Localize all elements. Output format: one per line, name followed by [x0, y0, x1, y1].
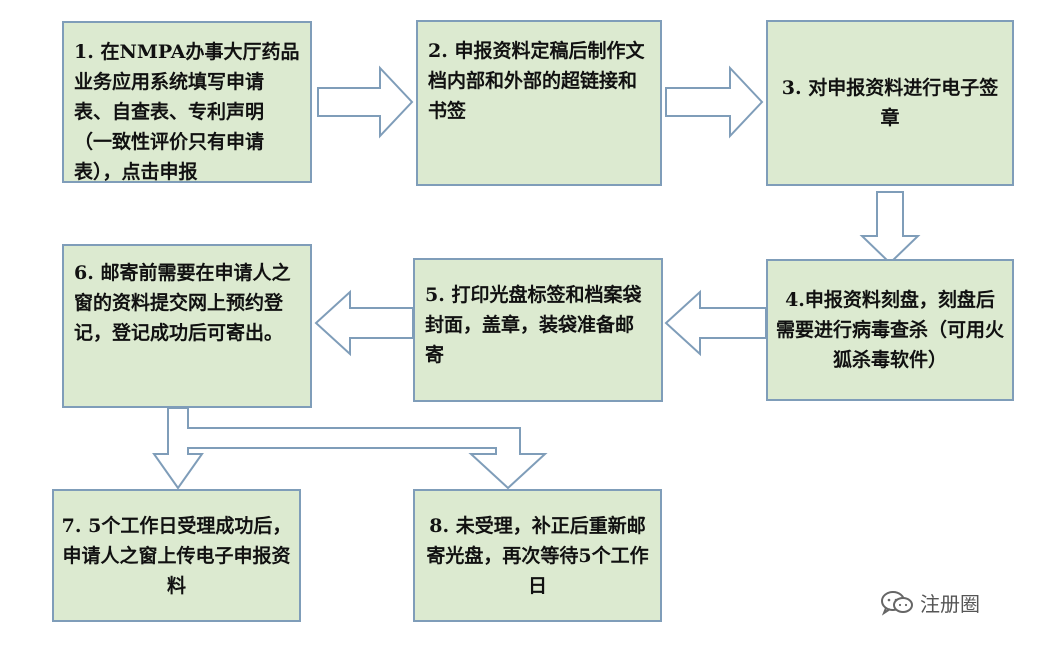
step-7-text: 7. 5个工作日受理成功后，申请人之窗上传电子申报资料 [61, 514, 292, 597]
step-8-box: 8. 未受理，补正后重新邮寄光盘，再次等待5个工作日 [413, 489, 662, 622]
arrow-right-1-2 [317, 65, 414, 139]
watermark-text: 注册圈 [920, 592, 980, 616]
step-4-box: 4.申报资料刻盘，刻盘后需要进行病毒查杀（可用火狐杀毒软件） [766, 259, 1014, 401]
step-5-box: 5. 打印光盘标签和档案袋封面，盖章，装袋准备邮寄 [413, 258, 663, 402]
step-2-text: 2. 申报资料定稿后制作文档内部和外部的超链接和书签 [428, 40, 645, 122]
step-5-text: 5. 打印光盘标签和档案袋封面，盖章，装袋准备邮寄 [425, 284, 642, 366]
step-6-text: 6. 邮寄前需要在申请人之窗的资料提交网上预约登记，登记成功后可寄出。 [74, 262, 291, 344]
arrow-left-5-6 [314, 289, 414, 357]
step-6-box: 6. 邮寄前需要在申请人之窗的资料提交网上预约登记，登记成功后可寄出。 [62, 244, 312, 408]
step-1-text: 1. 在NMPA办事大厅药品业务应用系统填写申请表、自查表、专利声明（一致性评价… [74, 41, 300, 183]
step-2-box: 2. 申报资料定稿后制作文档内部和外部的超链接和书签 [416, 20, 662, 186]
step-3-text: 3. 对申报资料进行电子签章 [781, 77, 999, 129]
arrow-down-3-4 [859, 191, 921, 265]
arrow-left-4-5 [664, 289, 767, 357]
arrow-right-2-3 [665, 65, 764, 139]
wechat-icon [881, 590, 913, 616]
step-7-box: 7. 5个工作日受理成功后，申请人之窗上传电子申报资料 [52, 489, 301, 622]
watermark: 注册圈 [880, 588, 980, 617]
step-4-text: 4.申报资料刻盘，刻盘后需要进行病毒查杀（可用火狐杀毒软件） [776, 289, 1005, 371]
step-1-box: 1. 在NMPA办事大厅药品业务应用系统填写申请表、自查表、专利声明（一致性评价… [62, 21, 312, 183]
step-3-box: 3. 对申报资料进行电子签章 [766, 20, 1014, 186]
arrow-down-6-7 [152, 407, 548, 490]
step-8-text: 8. 未受理，补正后重新邮寄光盘，再次等待5个工作日 [426, 514, 649, 597]
